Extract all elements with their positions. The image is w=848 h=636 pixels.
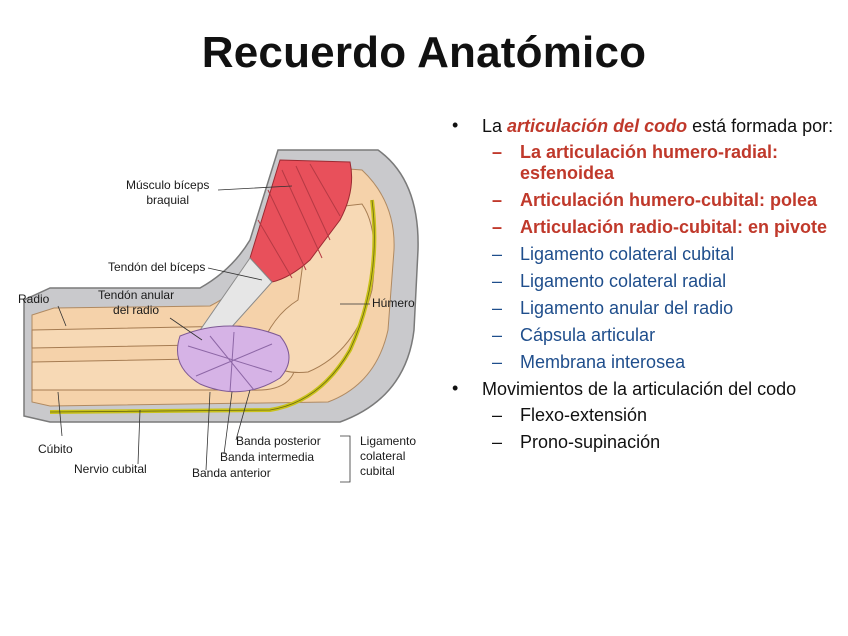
sub-item: –Ligamento colateral cubital <box>448 244 838 265</box>
bullet-dot: • <box>452 115 458 136</box>
sub-item: –Cápsula articular <box>448 325 838 346</box>
label-annular-tendon: Tendón anular del radio <box>98 288 174 318</box>
sub-item: –Articulación humero-cubital: polea <box>448 190 838 211</box>
label-humerus: Húmero <box>372 296 415 311</box>
label-band-posterior: Banda posterior <box>236 434 321 449</box>
bullet-list: • La articulación del codo está formada … <box>448 116 838 459</box>
sub-item: –Prono-supinación <box>448 432 838 453</box>
bullet-text: Movimientos de la articulación del codo <box>482 379 796 399</box>
sub-item: –Ligamento colateral radial <box>448 271 838 292</box>
sub-item: –Membrana interosea <box>448 352 838 373</box>
elbow-anatomy-figure: Músculo bíceps braquial Tendón del bícep… <box>10 140 450 500</box>
label-ulna: Cúbito <box>38 442 73 457</box>
sub-item: –La articulación humero-radial: esfenoid… <box>448 142 838 184</box>
ligament-bracket <box>340 436 350 482</box>
sub-item: –Flexo-extensión <box>448 405 838 426</box>
slide-title: Recuerdo Anatómico <box>0 28 848 78</box>
bullet-text-post: está formada por: <box>687 116 833 136</box>
label-band-intermediate: Banda intermedia <box>220 450 314 465</box>
bullet-text-pre: La <box>482 116 507 136</box>
label-band-anterior: Banda anterior <box>192 466 271 481</box>
label-radius: Radio <box>18 292 49 307</box>
label-biceps-tendon: Tendón del bíceps <box>108 260 205 275</box>
label-biceps: Músculo bíceps braquial <box>126 178 209 208</box>
bullet-emphasis: articulación del codo <box>507 116 687 136</box>
label-collateral-ligament: Ligamento colateral cubital <box>360 434 416 479</box>
label-ulnar-nerve: Nervio cubital <box>74 462 147 477</box>
sub-item: –Articulación radio-cubital: en pivote <box>448 217 838 238</box>
bullet-movements: • Movimientos de la articulación del cod… <box>448 379 838 400</box>
sub-item: –Ligamento anular del radio <box>448 298 838 319</box>
bullet-joint: • La articulación del codo está formada … <box>448 116 838 137</box>
bullet-dot: • <box>452 378 458 399</box>
